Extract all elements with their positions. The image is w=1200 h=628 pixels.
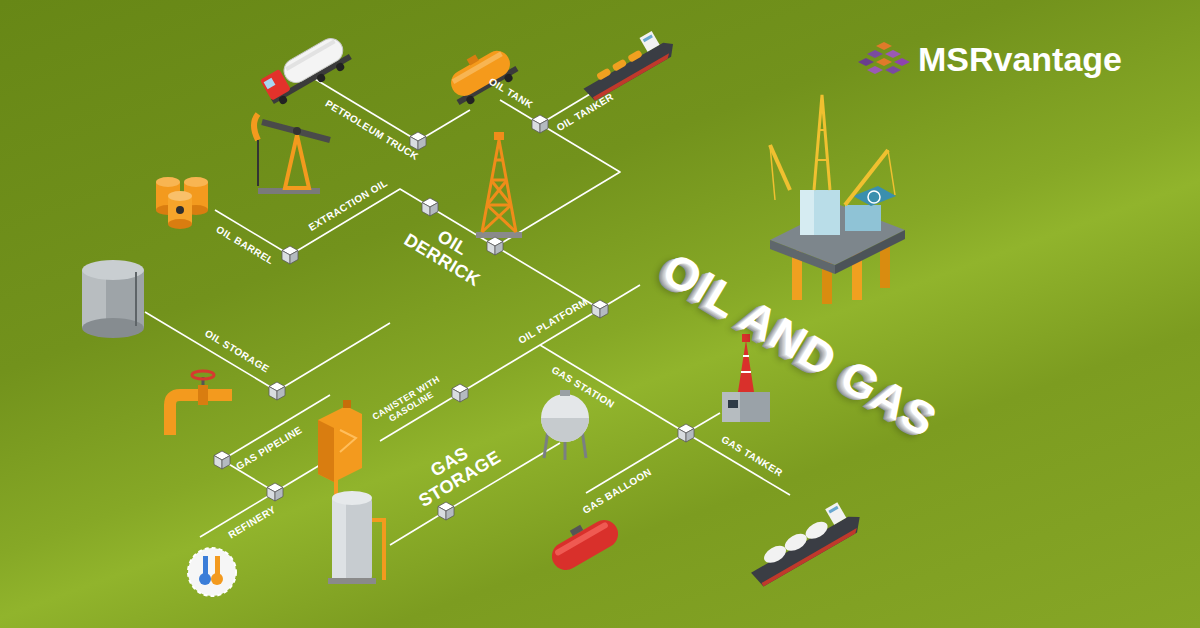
part-label: OIL STORAGE	[203, 328, 271, 375]
part-label: OIL PLATFORM	[516, 296, 589, 346]
part-label: EXTRACTION OIL	[307, 177, 390, 233]
logo-mark	[858, 42, 910, 74]
part-label: CANISTER WITH GASOLINE	[369, 373, 449, 432]
logo-text: MSRvantage	[918, 41, 1122, 78]
part-label: GAS STATION	[550, 364, 617, 410]
flask-icon	[188, 548, 236, 596]
section-label: OIL DERRICK	[397, 211, 496, 292]
refinery-icon	[328, 470, 384, 584]
part-label: REFINERY	[226, 504, 277, 541]
part-label: OIL BARREL	[214, 224, 275, 267]
gas-storage-icon	[541, 390, 589, 460]
part-label: GAS PIPELINE	[234, 424, 304, 472]
oil-barrel-icon	[156, 177, 208, 229]
gas-tanker-icon	[742, 496, 866, 588]
part-label: OIL TANKER	[555, 91, 616, 133]
oil-derrick-icon	[476, 132, 522, 238]
part-label: OIL TANK	[487, 76, 535, 111]
pumpjack-icon	[254, 114, 330, 194]
gas-pipeline-icon	[170, 371, 232, 435]
section-label: GAS STORAGE	[405, 430, 504, 511]
oil-platform-icon	[770, 95, 905, 304]
truck-icon	[259, 33, 354, 108]
part-label: PETROLEUM TRUCK	[323, 98, 420, 162]
part-label: GAS TANKER	[719, 433, 784, 478]
oil-tank-icon	[442, 40, 521, 110]
oil-storage-icon	[82, 260, 144, 338]
gas-balloon-icon	[544, 510, 623, 575]
junction-cubes	[214, 115, 694, 520]
part-label: GAS BALLOON	[581, 466, 654, 516]
diagram-title: OIL AND GAS	[654, 243, 946, 446]
oil-tanker-icon	[575, 25, 678, 103]
